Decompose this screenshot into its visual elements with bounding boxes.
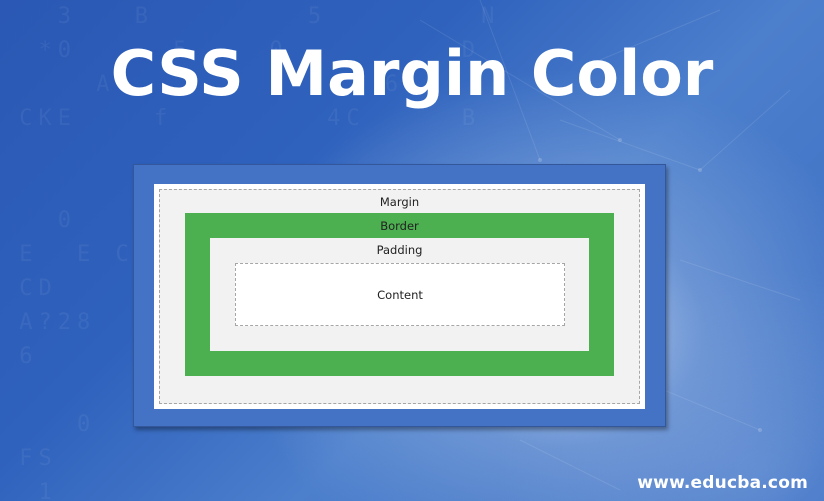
margin-region: Margin Border Padding Content — [159, 189, 640, 404]
page-title: CSS Margin Color — [110, 37, 714, 110]
border-label: Border — [380, 219, 419, 233]
padding-region: Padding Content — [210, 238, 589, 351]
content-region: Content — [235, 263, 565, 326]
border-region: Border Padding Content — [185, 213, 614, 376]
site-watermark: www.educba.com — [637, 473, 808, 493]
content-label: Content — [377, 288, 423, 302]
box-model-diagram: Margin Border Padding Content — [133, 164, 666, 427]
margin-label: Margin — [379, 195, 420, 209]
margin-area: Margin Border Padding Content — [154, 184, 645, 409]
padding-label: Padding — [376, 243, 423, 257]
